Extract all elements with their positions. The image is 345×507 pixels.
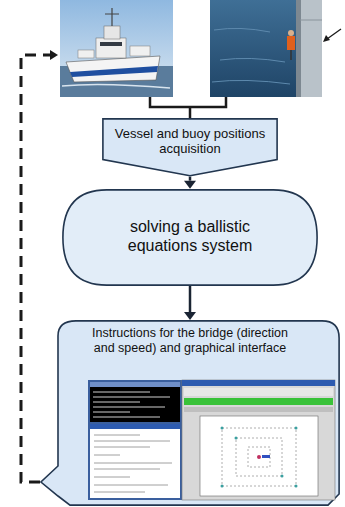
node-label: Vessel and buoy positions acquisition — [106, 126, 274, 157]
merge-lines — [150, 97, 226, 118]
node-label: Instructions for the bridge (direction a… — [83, 326, 298, 356]
screenshots — [88, 380, 335, 500]
acquisition-box: Vessel and buoy positions acquisition — [102, 118, 278, 177]
pointer-arrow — [323, 29, 341, 42]
flow-arrow — [184, 177, 196, 189]
node-label: solving a ballistic equations system — [95, 218, 285, 256]
buoy-photo — [210, 0, 322, 97]
feedback-loop — [21, 50, 58, 482]
flow-arrow — [184, 286, 196, 320]
vessel-photo — [60, 0, 173, 97]
outline-path — [103, 119, 277, 176]
outline-path — [63, 190, 317, 285]
outline-path — [41, 321, 339, 505]
solver-ellipse: solving a ballistic equations system — [62, 189, 318, 286]
